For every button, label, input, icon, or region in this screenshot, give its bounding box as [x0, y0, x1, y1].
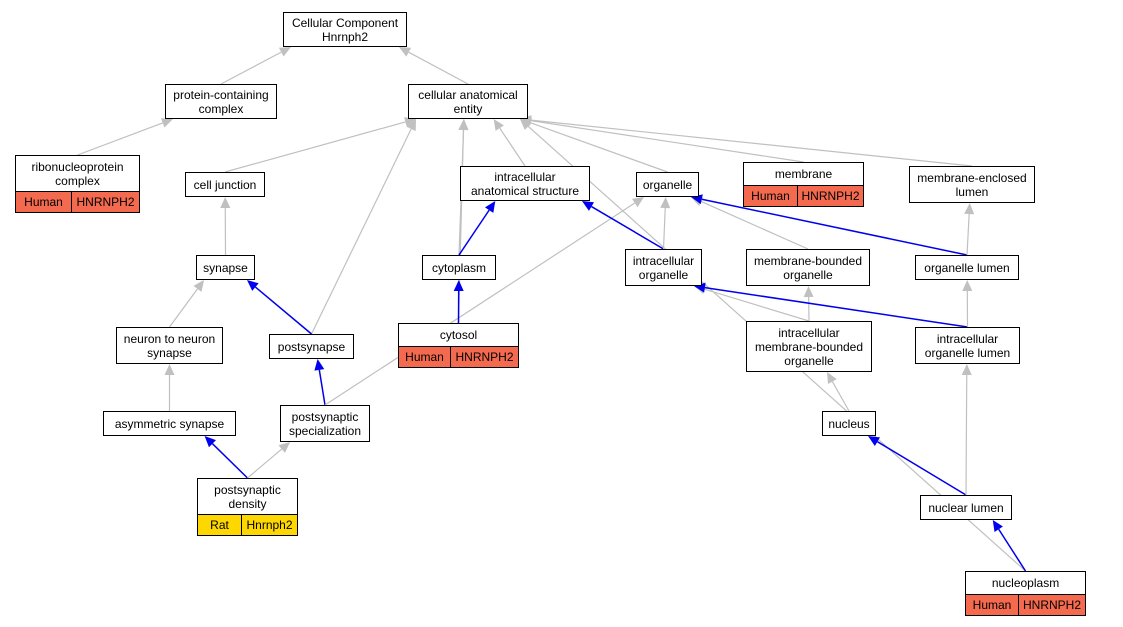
edge-neuron_to_neuron_synapse-to-synapse [169, 288, 198, 328]
node-membrane-bounded-organelle[interactable]: membrane-bounded organelle [746, 249, 870, 286]
node-label: ribonucleoprotein complex [16, 156, 139, 192]
edge-intracellular_organelle-to-intracellular_anatomical_structure [591, 205, 664, 250]
species-badge: Human [16, 192, 71, 212]
gene-badge: HNRNPH2 [450, 347, 518, 367]
node-cellular-component[interactable]: Cellular Component Hnrnph2 [283, 12, 407, 47]
edge-postsynapse-to-cellular_anatomical_entity [310, 128, 412, 335]
arrowhead-cell_junction-to-cellular_anatomical_entity [404, 117, 416, 127]
edge-nucleus-to-intracellular_membrane_bounded_organelle [831, 381, 850, 412]
edge-nucleoplasm-to-nuclear_lumen [998, 528, 1027, 572]
edge-postsynaptic_specialization-to-postsynapse [318, 369, 326, 406]
arrowhead-intracellular_organelle_lumen-to-organelle_lumen [962, 280, 973, 292]
node-neuron-to-neuron-synapse[interactable]: neuron to neuron synapse [116, 327, 223, 364]
node-intracellular-organelle[interactable]: intracellular organelle [625, 249, 702, 286]
node-postsynaptic-specialization[interactable]: postsynaptic specialization [280, 405, 370, 442]
node-cytoplasm[interactable]: cytoplasm [422, 255, 496, 280]
node-label: postsynaptic density [198, 479, 297, 515]
arrowhead-nucleus-to-intracellular_membrane_bounded_organelle [827, 372, 837, 385]
node-cell-junction[interactable]: cell junction [185, 172, 265, 197]
edge-intracellular_membrane_bounded_organelle-to-intracellular_organelle [704, 288, 810, 322]
gene-badge: Hnrnph2 [241, 515, 297, 535]
arrowhead-postsynapse-to-cellular_anatomical_entity [406, 119, 416, 132]
edge-cellular_anatomical_entity-to-cellular_component [408, 51, 469, 85]
species-badge: Human [399, 347, 450, 367]
node-intracellular-anatomical-structure[interactable]: intracellular anatomical structure [460, 166, 590, 201]
arrowhead-postsynaptic_density-to-asymmetric_synapse [204, 436, 216, 448]
edge-intracellular_anatomical_structure-to-cellular_anatomical_entity [499, 127, 526, 167]
species-badge: Rat [198, 515, 241, 535]
arrowhead-cytosol-to-cellular_anatomical_entity [458, 119, 469, 131]
arrowhead-organelle_lumen-to-membrane_enclosed_lumen [964, 203, 975, 215]
arrowhead-protein_containing_complex-to-cellular_component [278, 47, 291, 57]
arrowhead-nucleoplasm-to-cellular_anatomical_entity [520, 119, 532, 131]
node-nucleus[interactable]: nucleus [822, 411, 876, 436]
arrowhead-intracellular_organelle_lumen-to-intracellular_organelle [694, 282, 706, 293]
node-label: cytosol [399, 324, 518, 347]
edge-nuclear_lumen-to-intracellular_organelle_lumen [965, 374, 968, 496]
arrowhead-postsynaptic_specialization-to-organelle [632, 197, 644, 208]
edge-postsynaptic_density-to-postsynaptic_specialization [247, 448, 283, 479]
arrowhead-intracellular_membrane_bounded_organelle-to-membrane_bounded_organelle [803, 286, 814, 298]
arrowhead-cytosol-to-cytoplasm [453, 280, 464, 292]
edge-organelle_lumen-to-membrane_enclosed_lumen [966, 213, 970, 256]
arrowhead-asymmetric_synapse-to-neuron_to_neuron_synapse [164, 364, 175, 375]
arrowhead-neuron_to_neuron_synapse-to-synapse [193, 280, 204, 292]
arrowhead-cytoplasm-to-intracellular_anatomical_structure [485, 201, 496, 213]
node-label: nucleoplasm [966, 572, 1085, 595]
edge-intracellular_organelle_lumen-to-intracellular_organelle [704, 286, 968, 328]
gene-badge: HNRNPH2 [797, 186, 863, 206]
edge-protein_containing_complex-to-cellular_component [220, 51, 282, 85]
node-postsynapse[interactable]: postsynapse [269, 334, 354, 359]
arrowhead-postsynapse-to-synapse [247, 280, 259, 291]
node-postsynaptic-density[interactable]: postsynaptic density Rat Hnrnph2 [197, 478, 298, 536]
node-nuclear-lumen[interactable]: nuclear lumen [920, 495, 1012, 520]
arrowhead-intracellular_anatomical_structure-to-cellular_anatomical_entity [493, 119, 504, 131]
edge-postsynapse-to-synapse [254, 286, 312, 335]
node-intracellular-membrane-bounded-organelle[interactable]: intracellular membrane-bounded organelle [746, 321, 872, 372]
arrowhead-ribonucleoprotein_complex-to-protein_containing_complex [160, 118, 173, 128]
node-cellular-anatomical-entity[interactable]: cellular anatomical entity [408, 84, 528, 119]
edge-postsynaptic_density-to-asymmetric_synapse [211, 443, 249, 479]
node-nucleoplasm[interactable]: nucleoplasm Human HNRNPH2 [965, 571, 1086, 616]
arrowhead-nuclear_lumen-to-nucleus [868, 436, 881, 446]
edge-nuclear_lumen-to-nucleus [877, 441, 967, 496]
node-organelle[interactable]: organelle [636, 172, 699, 197]
gene-badge: HNRNPH2 [71, 192, 139, 212]
arrowhead-nucleoplasm-to-nuclear_lumen [992, 520, 1003, 532]
arrowhead-postsynaptic_specialization-to-postsynapse [314, 359, 325, 371]
arrowhead-intracellular_organelle-to-intracellular_anatomical_structure [582, 201, 595, 211]
edge-cytoplasm-to-intracellular_anatomical_structure [458, 209, 490, 256]
node-membrane-enclosed-lumen[interactable]: membrane-enclosed lumen [909, 166, 1035, 203]
species-badge: Human [966, 595, 1018, 615]
species-badge: Human [744, 186, 797, 206]
edge-organelle_lumen-to-organelle [701, 198, 968, 256]
arrowhead-synapse-to-cell_junction [220, 197, 231, 209]
edge-organelle-to-cellular_anatomical_entity [530, 122, 668, 173]
node-asymmetric-synapse[interactable]: asymmetric synapse [103, 411, 236, 436]
node-ribonucleoprotein-complex[interactable]: ribonucleoprotein complex Human HNRNPH2 [15, 155, 140, 213]
edge-membrane-to-cellular_anatomical_entity [530, 120, 804, 163]
edge-cell_junction-to-cellular_anatomical_entity [224, 121, 406, 173]
arrowhead-nuclear_lumen-to-intracellular_organelle_lumen [961, 364, 972, 376]
gene-badge: HNRNPH2 [1018, 595, 1085, 615]
edge-intracellular_organelle-to-organelle [662, 207, 666, 250]
edge-ribonucleoprotein_complex-to-protein_containing_complex [77, 122, 163, 156]
node-organelle-lumen[interactable]: organelle lumen [915, 255, 1019, 280]
node-synapse[interactable]: synapse [196, 255, 255, 280]
node-label: membrane [744, 163, 863, 186]
edge-postsynaptic_specialization-to-organelle [324, 202, 636, 406]
arrowhead-intracellular_organelle-to-organelle [660, 197, 671, 209]
arrowhead-postsynaptic_density-to-postsynaptic_specialization [278, 442, 291, 453]
edge-membrane_bounded_organelle-to-organelle [700, 200, 809, 250]
arrowhead-cellular_anatomical_entity-to-cellular_component [399, 47, 412, 57]
node-intracellular-organelle-lumen[interactable]: intracellular organelle lumen [915, 327, 1020, 364]
node-protein-containing-complex[interactable]: protein-containing complex [165, 84, 277, 119]
edge-membrane_enclosed_lumen-to-cellular_anatomical_entity [530, 119, 973, 167]
node-cytosol[interactable]: cytosol Human HNRNPH2 [398, 323, 519, 368]
node-membrane[interactable]: membrane Human HNRNPH2 [743, 162, 864, 207]
